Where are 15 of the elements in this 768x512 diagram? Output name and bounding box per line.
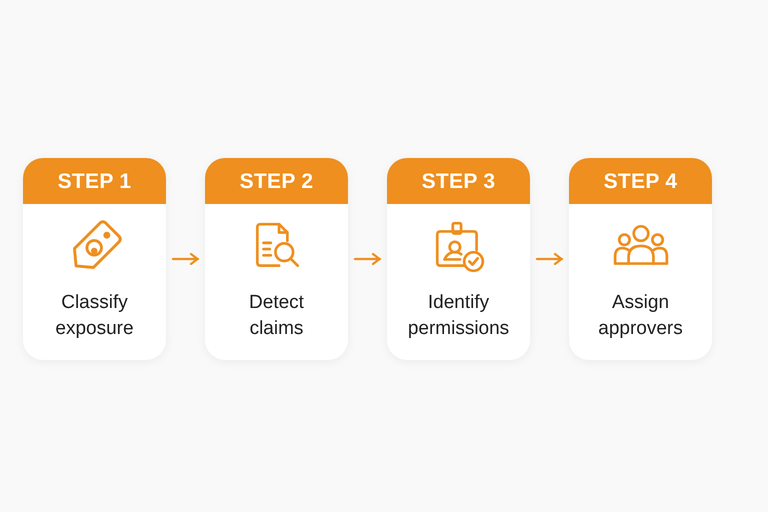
arrow: [354, 252, 382, 266]
arrow: [536, 252, 564, 266]
step-label: STEP 3: [422, 170, 496, 192]
step-title: Detect claims: [248, 291, 305, 341]
step-label: STEP 1: [58, 170, 132, 192]
step-title: Identify permissions: [406, 291, 510, 341]
step-card: [23, 158, 166, 360]
step-card: [387, 158, 530, 360]
step-label: STEP 2: [240, 170, 314, 192]
step-card: [569, 158, 712, 360]
step-title: Assign approvers: [597, 291, 684, 341]
step-card: [205, 158, 348, 360]
step-title: Classify exposure: [54, 291, 135, 341]
step-label: STEP 4: [604, 170, 678, 192]
arrow: [172, 252, 200, 266]
